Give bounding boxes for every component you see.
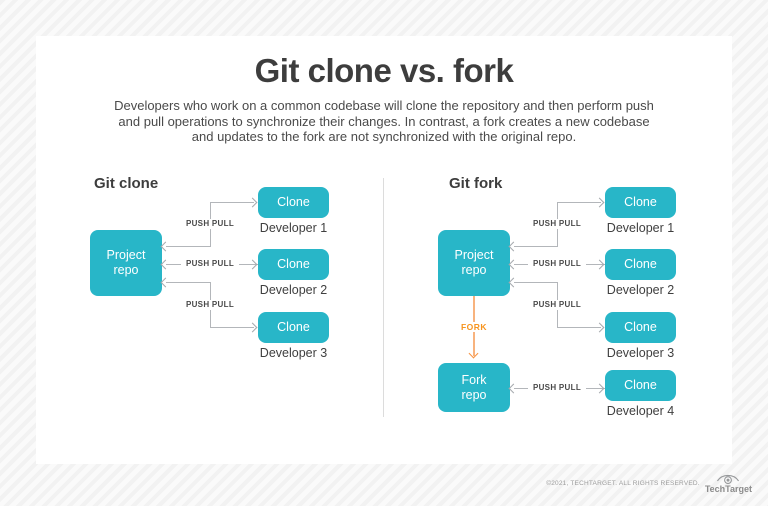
clone-box-label: Clone: [624, 257, 657, 271]
clone-box-3: Clone: [605, 312, 676, 343]
clone-diagram-heading: Git clone: [94, 175, 159, 192]
brand-text: TechTarget: [704, 484, 752, 494]
push-pull-label: PUSH PULL: [181, 300, 239, 310]
techtarget-logo: TechTarget: [705, 472, 752, 494]
connector-line: [514, 282, 558, 283]
clone-box-label: Clone: [277, 320, 310, 334]
project-repo-label: Project repo: [454, 248, 494, 277]
connector-line: [166, 246, 210, 247]
developer-label-1: Developer 1: [259, 221, 328, 235]
connector-line: [514, 246, 558, 247]
connector-line: [557, 327, 601, 328]
developer-label-4: Developer 4: [606, 404, 675, 418]
project-repo-label: Project repo: [106, 248, 146, 277]
clone-box-label: Clone: [624, 378, 657, 392]
clone-box-label: Clone: [624, 195, 657, 209]
footer: ©2021, TECHTARGET. ALL RIGHTS RESERVED. …: [520, 468, 752, 498]
eye-icon: [717, 474, 740, 485]
push-pull-label: PUSH PULL: [528, 219, 586, 229]
clone-box-1: Clone: [258, 187, 329, 218]
clone-box-4: Clone: [605, 370, 676, 401]
push-pull-label: PUSH PULL: [181, 219, 239, 229]
push-pull-label: PUSH PULL: [181, 259, 239, 269]
developer-label-2: Developer 2: [606, 283, 675, 297]
push-pull-label: PUSH PULL: [528, 259, 586, 269]
clone-box-2: Clone: [258, 249, 329, 280]
section-divider: [383, 178, 384, 417]
connector-line: [210, 327, 254, 328]
page-title: Git clone vs. fork: [254, 52, 514, 89]
developer-label-3: Developer 3: [259, 346, 328, 360]
push-pull-label: PUSH PULL: [528, 383, 586, 393]
page-description: Developers who work on a common codebase…: [114, 98, 654, 144]
project-repo-box: Project repo: [438, 230, 510, 296]
clone-box-label: Clone: [277, 257, 310, 271]
clone-box-label: Clone: [624, 320, 657, 334]
clone-box-label: Clone: [277, 195, 310, 209]
fork-repo-label: Fork repo: [461, 372, 487, 402]
connector-line: [210, 202, 254, 203]
fork-label: FORK: [444, 322, 504, 332]
copyright-text: ©2021, TECHTARGET. ALL RIGHTS RESERVED.: [546, 479, 700, 487]
developer-label-3: Developer 3: [606, 346, 675, 360]
connector-line: [557, 202, 601, 203]
project-repo-box: Project repo: [90, 230, 162, 296]
clone-box-1: Clone: [605, 187, 676, 218]
fork-diagram-heading: Git fork: [449, 175, 503, 192]
push-pull-label: PUSH PULL: [528, 300, 586, 310]
developer-label-1: Developer 1: [606, 221, 675, 235]
fork-repo-box: Fork repo: [438, 363, 510, 412]
connector-line: [166, 282, 210, 283]
clone-box-3: Clone: [258, 312, 329, 343]
clone-box-2: Clone: [605, 249, 676, 280]
developer-label-2: Developer 2: [259, 283, 328, 297]
